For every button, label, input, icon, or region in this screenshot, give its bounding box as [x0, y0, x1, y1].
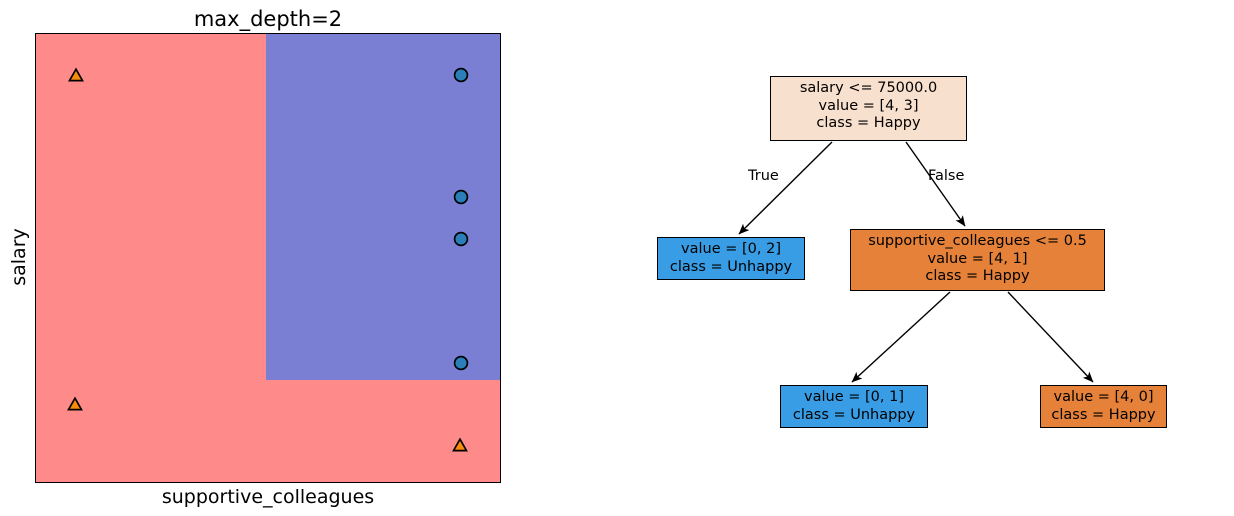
node-text-line: value = [0, 2]	[681, 241, 781, 257]
leaf-happy-bottom[interactable]: value = [4, 0]class = Happy	[1040, 385, 1167, 428]
edge-internal-to-right	[1007, 291, 1094, 383]
leaf-unhappy-left[interactable]: value = [0, 2]class = Unhappy	[657, 237, 805, 280]
leaf-unhappy-bottom[interactable]: value = [0, 1]class = Unhappy	[780, 385, 928, 428]
y-axis-label: salary	[8, 228, 30, 286]
x-axis-label: supportive_colleagues	[161, 486, 375, 508]
edge-root-to-right	[905, 141, 966, 227]
plot-title: max_depth=2	[193, 7, 343, 31]
decision-boundary-figure: max_depth=2 supportive_colleagues salary	[0, 0, 540, 516]
edge-root-to-left	[738, 141, 833, 235]
scatter-point-happy	[452, 354, 469, 371]
node-text-line: value = [0, 1]	[804, 389, 904, 405]
node-text-line: supportive_colleagues <= 0.5	[868, 233, 1087, 249]
decision-region-happy	[266, 34, 500, 381]
scatter-point-happy	[452, 188, 469, 205]
node-text-line: value = [4, 3]	[818, 97, 919, 114]
node-text-line: value = [4, 1]	[927, 250, 1028, 267]
node-text-line: class = Happy	[925, 268, 1030, 284]
scatter-point-happy	[452, 66, 469, 83]
node-text-line: value = [4, 0]	[1053, 389, 1154, 405]
node-text-line: class = Happy	[816, 115, 921, 131]
node-text-line: class = Happy	[1051, 406, 1156, 423]
edge-label-true: True	[748, 168, 779, 184]
scatter-point-unhappy	[67, 396, 84, 412]
node-text-line: class = Unhappy	[792, 406, 916, 423]
plot-area	[35, 33, 501, 483]
node-text-line: class = Unhappy	[669, 258, 793, 275]
tree-edges-layer	[738, 141, 1094, 383]
edge-internal-to-left	[851, 291, 951, 383]
scatter-point-unhappy	[68, 67, 85, 83]
scatter-point-happy	[452, 231, 469, 248]
node-text-line: salary <= 75000.0	[799, 80, 938, 96]
edge-label-false: False	[928, 168, 965, 184]
scatter-point-unhappy	[452, 437, 469, 453]
